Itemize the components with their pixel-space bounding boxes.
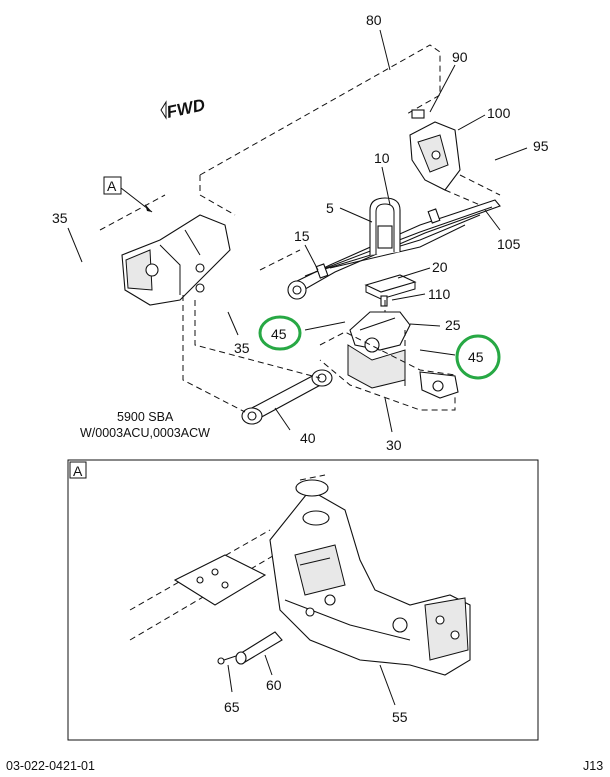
torque-rod (241, 369, 333, 425)
spring-spacer (364, 274, 417, 307)
spring-hanger-bracket (121, 214, 231, 306)
leader-lines (67, 29, 528, 433)
rear-spring-bracket (409, 109, 461, 191)
leaf-spring-assembly (287, 199, 501, 300)
detail-view-a: A 65 60 55 (67, 459, 539, 741)
frame-rail (99, 44, 501, 271)
callout-25: 25 (445, 317, 461, 333)
application-note: 5900 SBA W/0003ACU,0003ACW (80, 410, 210, 440)
callout-5: 5 (326, 200, 334, 216)
callout-110: 110 (428, 286, 451, 302)
callout-45-right: 45 (468, 349, 484, 365)
forward-direction-indicator: FWD (160, 95, 207, 122)
callout-35-bottom: 35 (234, 340, 250, 356)
application-note-line1: 5900 SBA (117, 410, 174, 424)
page-code: J13 (583, 759, 603, 773)
callout-45-left: 45 (271, 326, 287, 342)
highlight-rings (258, 315, 501, 380)
callout-65: 65 (224, 699, 240, 715)
axle-mount-plate (319, 331, 459, 411)
callout-100: 100 (487, 105, 511, 121)
forward-label: FWD (165, 95, 207, 122)
document-number: 03-022-0421-01 (6, 759, 95, 773)
callout-95: 95 (533, 138, 549, 154)
callout-10: 10 (374, 150, 390, 166)
callout-80: 80 (366, 12, 382, 28)
callout-60: 60 (266, 677, 282, 693)
callouts-upper: 80 90 100 95 10 5 35 15 105 20 110 35 45… (52, 12, 549, 453)
callout-35-top: 35 (52, 210, 68, 226)
callout-20: 20 (432, 259, 448, 275)
highlight-ring-right (455, 334, 501, 380)
footer: 03-022-0421-01 J13 (6, 759, 603, 773)
view-marker-a: A (103, 176, 153, 213)
u-bolt (369, 197, 401, 255)
detail-marker-label: A (73, 463, 83, 479)
detail-view-frame (67, 459, 539, 741)
highlight-ring-left (258, 315, 302, 351)
callout-90: 90 (452, 49, 468, 65)
callout-55: 55 (392, 709, 408, 725)
application-note-line2: W/0003ACU,0003ACW (80, 426, 210, 440)
callout-105: 105 (497, 236, 521, 252)
callout-15: 15 (294, 228, 310, 244)
callout-40: 40 (300, 430, 316, 446)
callout-30: 30 (386, 437, 402, 453)
view-marker-a-label: A (107, 178, 117, 194)
assembly-guide-lines (182, 189, 481, 413)
axle-seat-bracket (347, 311, 411, 389)
